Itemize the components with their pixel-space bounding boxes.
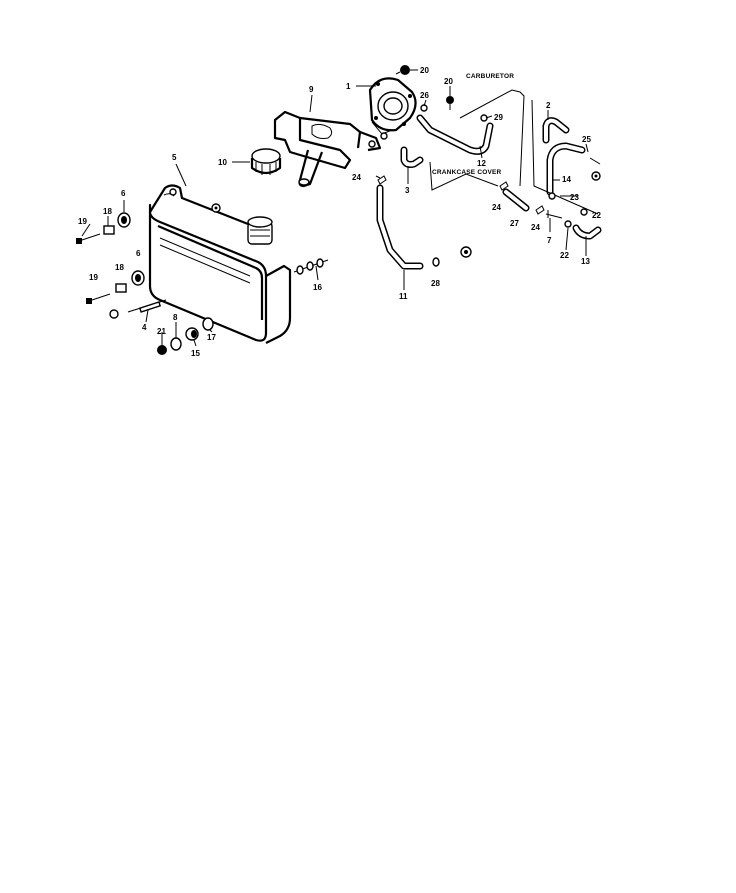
fuel-tank xyxy=(148,184,292,344)
callout-24-right: 24 xyxy=(531,223,540,232)
callout-28: 28 xyxy=(431,279,440,288)
vertical-line-13 xyxy=(531,99,599,215)
callout-5: 5 xyxy=(172,153,177,162)
callout-2: 2 xyxy=(546,101,551,110)
hose-27 xyxy=(502,188,530,212)
callout-numbers: 1 2 3 4 5 6 6 7 8 9 10 11 12 13 14 15 16… xyxy=(78,66,601,358)
callout-18-top: 18 xyxy=(103,207,112,216)
fuel-line-12 xyxy=(416,114,494,155)
tank-filler-neck xyxy=(247,216,273,245)
callout-24-middle: 24 xyxy=(492,203,501,212)
callout-25: 25 xyxy=(582,135,591,144)
crankcase-cover-label: CRANKCASE COVER xyxy=(432,169,502,176)
hose-14 xyxy=(546,142,586,196)
fuel-cap xyxy=(250,148,282,175)
callout-14: 14 xyxy=(562,175,571,184)
callout-16: 16 xyxy=(313,283,322,292)
callout-4: 4 xyxy=(142,323,147,332)
callout-6-bottom: 6 xyxy=(136,249,141,258)
fitting-13 xyxy=(572,224,602,240)
callout-15: 15 xyxy=(191,349,200,358)
callout-21: 21 xyxy=(157,327,166,336)
callout-24-left: 24 xyxy=(352,173,361,182)
elbow-2 xyxy=(542,117,570,144)
fuel-pump-bracket xyxy=(273,110,382,188)
hardware xyxy=(76,65,601,355)
carburetor-label: CARBURETOR xyxy=(466,73,514,80)
leader-lines xyxy=(81,69,589,347)
callout-1: 1 xyxy=(346,82,351,91)
callout-13: 13 xyxy=(581,257,590,266)
callout-3: 3 xyxy=(405,186,410,195)
callout-7: 7 xyxy=(547,236,552,245)
callout-22-right: 22 xyxy=(592,211,601,220)
callout-29: 29 xyxy=(494,113,503,122)
line-to-crankcase xyxy=(429,161,499,191)
callout-11: 11 xyxy=(399,292,408,301)
fuel-line-11 xyxy=(376,184,424,270)
callout-23: 23 xyxy=(570,193,579,202)
callout-19-top: 19 xyxy=(78,217,87,226)
callout-12: 12 xyxy=(477,159,486,168)
callout-17: 17 xyxy=(207,333,216,342)
fuel-pump xyxy=(368,77,417,135)
callout-9: 9 xyxy=(309,85,314,94)
callout-20-pump: 20 xyxy=(444,77,453,86)
callout-8: 8 xyxy=(173,313,178,322)
callout-26: 26 xyxy=(420,91,429,100)
callout-18-bottom: 18 xyxy=(115,263,124,272)
elbow-3 xyxy=(400,146,424,168)
callout-6-top: 6 xyxy=(121,189,126,198)
line-to-carburetor xyxy=(459,89,525,187)
callout-27: 27 xyxy=(510,219,519,228)
callout-20-top: 20 xyxy=(420,66,429,75)
callout-10: 10 xyxy=(218,158,227,167)
callout-19-bottom: 19 xyxy=(89,273,98,282)
callout-22: 22 xyxy=(560,251,569,260)
